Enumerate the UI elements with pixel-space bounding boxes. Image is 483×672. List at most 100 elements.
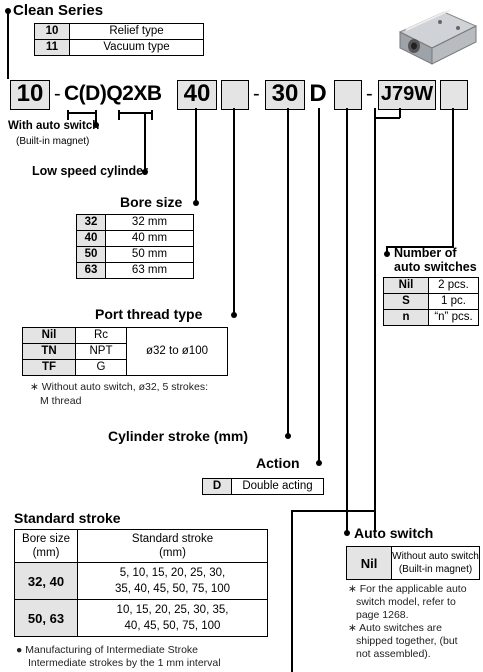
bore-code-box: [177, 80, 217, 110]
action-code-cell: D: [202, 478, 232, 495]
bore-desc-cell: 40 mm: [105, 230, 194, 247]
leader-line: [386, 246, 453, 248]
table-row: Bore size (mm) Standard stroke (mm): [14, 529, 268, 563]
auto-switch-desc-2: (Built-in magnet): [398, 564, 473, 575]
bullet-dot: [93, 122, 99, 128]
leader-line: [233, 108, 235, 316]
leader-line: [399, 108, 401, 118]
auto-switch-note-a1: ∗ For the applicable auto: [348, 583, 467, 595]
leader-line: [291, 510, 293, 672]
auto-switch-note-title: With auto switch: [8, 120, 100, 132]
number-code-cell: Nil: [383, 277, 429, 294]
port-thread-note-1: ∗ Without auto switch, ø32, 5 strokes:: [30, 381, 209, 393]
leader-line: [68, 112, 96, 114]
stroke-code: 30: [271, 80, 299, 107]
bullet-dot: [316, 460, 322, 466]
dash: -: [54, 83, 61, 105]
table-row: Nil Without auto switch (Built-in magnet…: [346, 546, 480, 580]
stroke-header-2: (mm): [159, 547, 186, 559]
port-code-cell: TF: [22, 359, 76, 376]
standard-stroke-note-1: ● Manufacturing of Intermediate Stroke: [16, 644, 199, 656]
leader-line: [318, 108, 320, 464]
leader-line: [67, 110, 69, 120]
bore-header-1: Bore size: [22, 533, 70, 545]
prefix-code-box: [10, 80, 50, 110]
table-row: n“n” pcs.: [383, 309, 479, 326]
cylinder-stroke-label: Cylinder stroke (mm): [108, 428, 249, 444]
bore-desc-cell: 63 mm: [105, 262, 194, 279]
leader-line: [346, 108, 348, 534]
cylinder-product-image: [392, 4, 480, 66]
auto-switch-note-b1: ∗ Auto switches are: [348, 622, 443, 634]
table-row: D Double acting: [202, 478, 324, 495]
auto-switch-note-sub: (Built-in magnet): [16, 136, 90, 147]
leader-line: [374, 117, 400, 119]
bore-code-cell: 40: [76, 230, 106, 247]
action-title: Action: [256, 455, 300, 471]
clean-series-table: 10 Relief type 11 Vacuum type: [34, 23, 204, 56]
leader-line: [151, 110, 153, 120]
standard-stroke-table: Bore size (mm) Standard stroke (mm) 32, …: [14, 529, 268, 637]
port-range-cell: ø32 to ø100: [126, 327, 228, 376]
clean-code-cell: 11: [34, 39, 70, 56]
table-row: 10 Relief type: [34, 23, 204, 40]
leader-line: [374, 118, 376, 532]
leader-line: [374, 108, 376, 118]
bore-code: 40: [183, 80, 211, 107]
switch-slot-box: [334, 80, 362, 110]
number-code-cell: S: [383, 293, 429, 310]
bore-header-cell: Bore size (mm): [14, 529, 78, 563]
auto-switch-desc-cell: Without auto switch (Built-in magnet): [391, 546, 480, 580]
action-code: D: [309, 80, 327, 107]
clean-desc-cell: Relief type: [69, 23, 204, 40]
bore-code-cell: 32: [76, 214, 106, 231]
bore-code-cell: 50: [76, 246, 106, 263]
port-code-cell: Nil: [22, 327, 76, 344]
auto-switch-note-b3: not assembled).: [356, 648, 431, 660]
stroke-values-1: 5, 10, 15, 20, 25, 30,: [119, 567, 226, 579]
leader-line: [118, 110, 120, 120]
clean-code-cell: 10: [34, 23, 70, 40]
table-row: 32, 40 5, 10, 15, 20, 25, 30, 35, 40, 45…: [14, 562, 268, 600]
stroke-header-1: Standard stroke: [131, 533, 214, 545]
bullet-dot: [344, 530, 350, 536]
stroke-values-1: 10, 15, 20, 25, 30, 35,: [116, 604, 229, 616]
auto-switch-title: Auto switch: [354, 525, 434, 541]
auto-switch-desc-1: Without auto switch: [392, 551, 479, 562]
bullet-dot: [231, 312, 237, 318]
table-row: 11 Vacuum type: [34, 39, 204, 56]
bore-size-title: Bore size: [120, 194, 183, 210]
number-slot-box: [440, 80, 468, 110]
leader-line: [452, 108, 454, 248]
auto-switch-code-cell: Nil: [346, 546, 392, 580]
leader-line: [291, 510, 375, 512]
number-code-cell: n: [383, 309, 429, 326]
stroke-values-2: 35, 40, 45, 50, 75, 100: [114, 583, 231, 595]
action-table: D Double acting: [202, 478, 324, 495]
bore-cell: 50, 63: [14, 599, 78, 637]
action-desc-cell: Double acting: [231, 478, 324, 495]
auto-switch-note-a3: page 1268.: [356, 609, 409, 621]
auto-switch-table: Nil Without auto switch (Built-in magnet…: [346, 546, 480, 580]
port-code-cell: TN: [22, 343, 76, 360]
leader-line: [95, 113, 97, 125]
number-desc-cell: 2 pcs.: [428, 277, 479, 294]
table-row: 50, 63 10, 15, 20, 25, 30, 35, 40, 45, 5…: [14, 599, 268, 637]
leader-line: [118, 112, 152, 114]
number-desc-cell: 1 pc.: [428, 293, 479, 310]
stroke-cell: 10, 15, 20, 25, 30, 35, 40, 45, 50, 75, …: [77, 599, 268, 637]
standard-stroke-note-2: Intermediate strokes by the 1 mm interva…: [28, 657, 221, 669]
clean-series-title: Clean Series: [13, 2, 104, 19]
port-thread-note-2: M thread: [40, 395, 82, 407]
series-code: C(D)Q2XB: [64, 82, 162, 105]
